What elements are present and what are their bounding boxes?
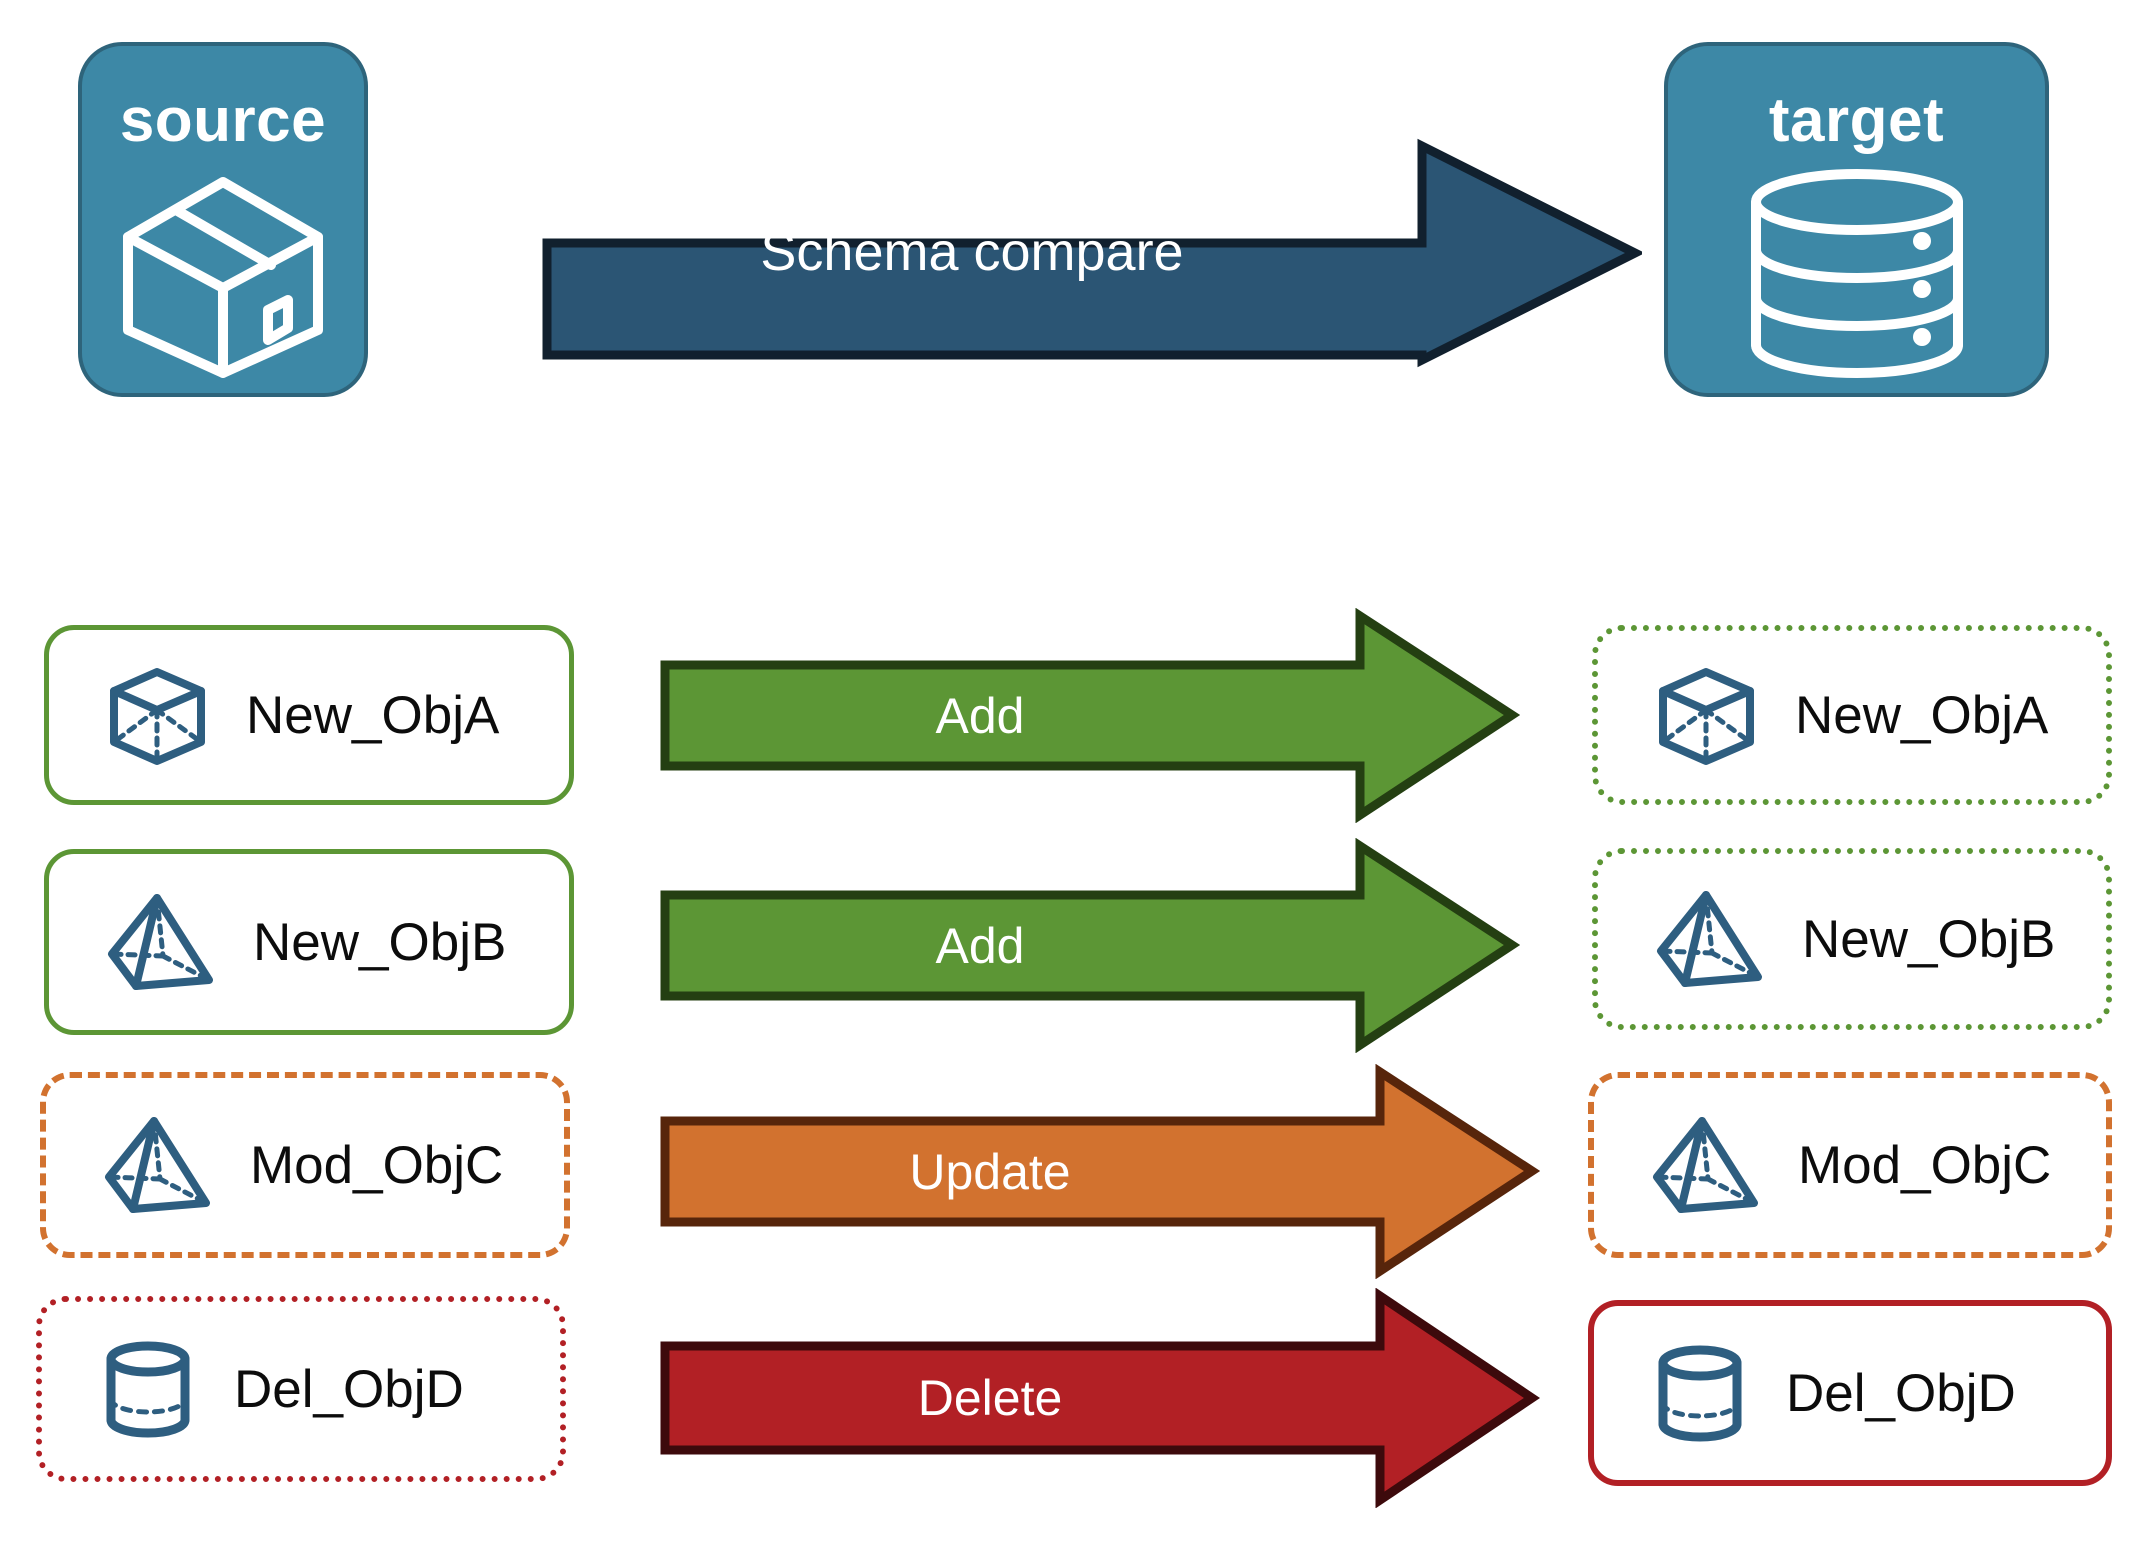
source-endpoint-card: source [78, 42, 368, 397]
target-object-card-0[interactable]: New_ObjA [1592, 625, 2112, 805]
schema-compare-arrow-label: Schema compare [760, 222, 1184, 282]
action-arrow-label-2: Update [909, 1144, 1071, 1200]
wireframe-pyramid-icon [102, 1113, 214, 1218]
wireframe-pyramid-icon [1650, 1113, 1762, 1218]
target-object-card-2[interactable]: Mod_ObjC [1588, 1072, 2112, 1258]
target-object-label-0: New_ObjA [1795, 685, 2049, 745]
target-object-label-1: New_ObjB [1802, 909, 2056, 969]
target-object-card-3[interactable]: Del_ObjD [1588, 1300, 2112, 1486]
wireframe-cube-icon [1654, 663, 1759, 768]
target-object-label-2: Mod_ObjC [1798, 1135, 2052, 1195]
source-object-card-3[interactable]: Del_ObjD [36, 1296, 566, 1482]
source-object-card-1[interactable]: New_ObjB [44, 849, 574, 1035]
source-object-label-2: Mod_ObjC [250, 1135, 504, 1195]
action-arrow-label-3: Delete [917, 1370, 1063, 1426]
wireframe-cube-icon [105, 663, 210, 768]
wireframe-pyramid-icon [1654, 887, 1766, 992]
action-arrow-1: Add [660, 838, 1520, 1053]
source-title: source [119, 86, 327, 155]
wireframe-cylinder-icon [1650, 1341, 1750, 1446]
action-arrow-label-0: Add [935, 688, 1025, 744]
wireframe-cylinder-icon [98, 1337, 198, 1442]
source-object-label-1: New_ObjB [253, 912, 507, 972]
wireframe-pyramid-icon [105, 890, 217, 995]
target-object-card-1[interactable]: New_ObjB [1592, 848, 2112, 1030]
source-object-label-0: New_ObjA [246, 685, 500, 745]
action-arrow-label-1: Add [935, 918, 1025, 974]
target-title: target [1768, 86, 1945, 155]
action-arrow-0: Add [660, 608, 1520, 823]
target-object-label-3: Del_ObjD [1786, 1363, 2016, 1423]
target-endpoint-card: target [1664, 42, 2049, 397]
source-object-label-3: Del_ObjD [234, 1359, 464, 1419]
action-arrow-2: Update [660, 1064, 1540, 1279]
source-object-card-0[interactable]: New_ObjA [44, 625, 574, 805]
schema-compare-arrow: Schema compare [542, 138, 1642, 368]
source-object-card-2[interactable]: Mod_ObjC [40, 1072, 570, 1258]
action-arrow-3: Delete [660, 1288, 1540, 1508]
database-cylinder-icon [1742, 166, 1972, 386]
package-box-icon [116, 170, 331, 385]
